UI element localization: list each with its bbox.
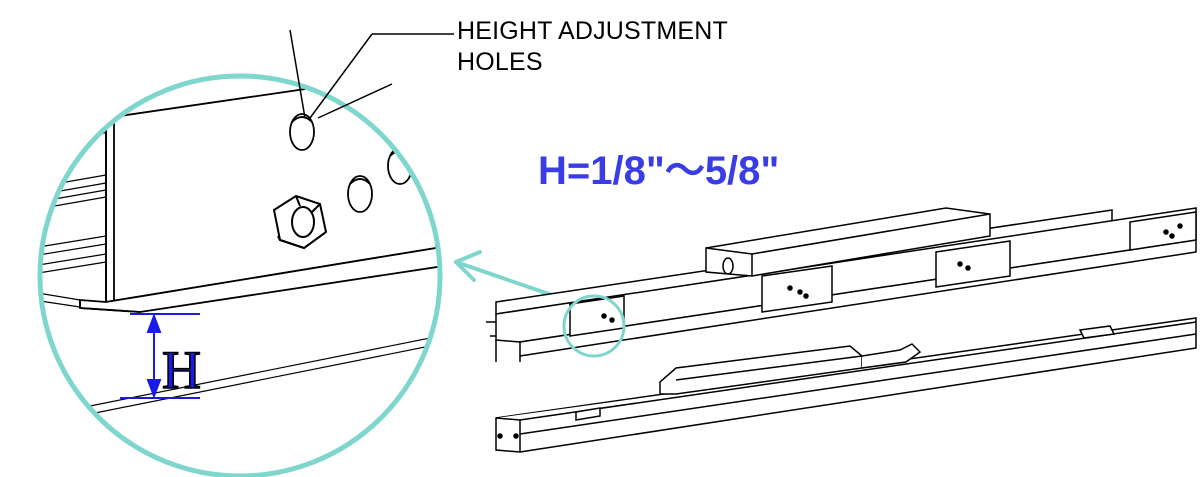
- callout-line-2: HOLES: [457, 48, 543, 76]
- height-dimension-letter: H: [162, 340, 201, 400]
- hex-nut: [272, 194, 328, 250]
- callout-leaders: [289, 29, 454, 119]
- height-range-label: H=1/8"～5/8": [538, 149, 780, 193]
- driver-box: [705, 207, 991, 277]
- bracket-flange: [79, 247, 440, 313]
- magnifier-ring: [37, 73, 443, 477]
- fixture-assembly: [486, 207, 1197, 453]
- mounting-brackets: [569, 211, 1197, 337]
- height-dimension: [120, 313, 200, 399]
- detail-location-circle: [562, 294, 626, 358]
- callout-line-1: HEIGHT ADJUSTMENT: [457, 17, 729, 45]
- luminaire-body: [495, 317, 1197, 453]
- detail-magnified-view: H: [40, 76, 440, 421]
- luminaire-driver: [575, 325, 1116, 421]
- height-adjustment-holes-label: HEIGHT ADJUSTMENT HOLES: [457, 16, 728, 78]
